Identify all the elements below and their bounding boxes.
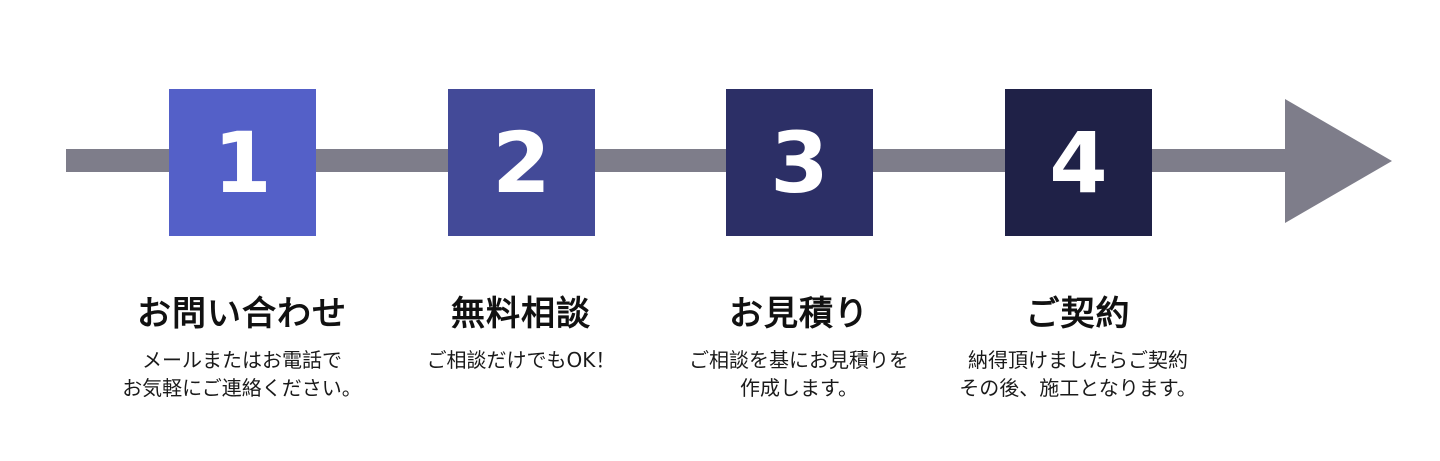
step-4-description-line-1: 納得頂けましたらご契約 (968, 348, 1188, 372)
step-1-description-line-2: お気軽にご連絡ください。 (122, 376, 362, 400)
step-4-number-box: 4 (1005, 89, 1152, 236)
step-3-number-box: 3 (726, 89, 873, 236)
step-3-number: 3 (770, 113, 829, 212)
step-3-description-line-1: ご相談を基にお見積りを (689, 348, 909, 372)
step-2-description-line-1: ご相談だけでもOK！ (426, 348, 616, 372)
step-1-title: お問い合わせ (137, 294, 347, 334)
step-4-title: ご契約 (1025, 294, 1131, 334)
step-1-description: メールまたはお電話で お気軽にご連絡ください。 (82, 346, 402, 402)
step-1-number: 1 (213, 113, 272, 212)
step-2-number-box: 2 (448, 89, 595, 236)
timeline-arrow-head (1285, 99, 1392, 223)
step-3-title: お見積り (729, 294, 869, 334)
step-3-description: ご相談を基にお見積りを 作成します。 (639, 346, 959, 402)
step-4-number: 4 (1049, 113, 1108, 212)
step-4-description-line-2: その後、施工となります。 (959, 376, 1197, 400)
step-3-description-line-2: 作成します。 (740, 376, 858, 400)
step-4-description: 納得頂けましたらご契約 その後、施工となります。 (918, 346, 1238, 402)
step-2-description: ご相談だけでもOK！ (361, 346, 681, 374)
step-1-description-line-1: メールまたはお電話で (142, 348, 342, 372)
step-2-number: 2 (492, 113, 551, 212)
step-2-title: 無料相談 (451, 294, 591, 334)
step-1-number-box: 1 (169, 89, 316, 236)
timeline-arrow-shaft (66, 149, 1290, 172)
